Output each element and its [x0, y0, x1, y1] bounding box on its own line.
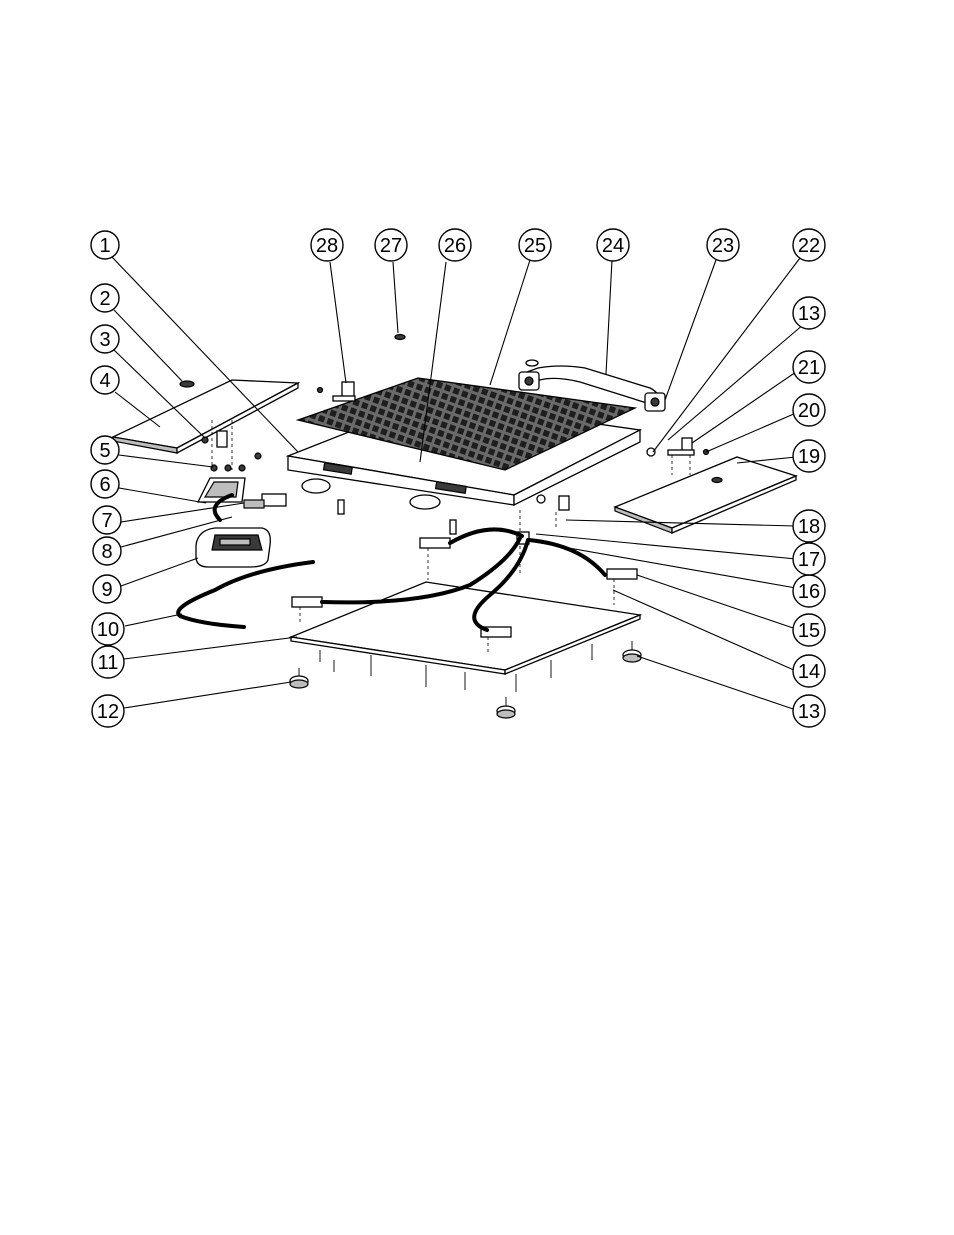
callout-26: 26 — [439, 229, 471, 261]
callout-1: 1 — [91, 231, 119, 259]
callout-13-bottom: 13 — [793, 695, 825, 727]
svg-text:22: 22 — [798, 235, 820, 257]
callout-19: 19 — [793, 440, 825, 472]
callout-20: 20 — [793, 394, 825, 426]
callout-2: 2 — [91, 284, 119, 312]
svg-text:9: 9 — [101, 579, 112, 601]
callout-9: 9 — [93, 575, 121, 603]
callout-7: 7 — [93, 506, 121, 534]
callout-6: 6 — [91, 470, 119, 498]
callout-12: 12 — [92, 695, 124, 727]
svg-text:15: 15 — [798, 620, 820, 642]
svg-text:19: 19 — [798, 446, 820, 468]
svg-text:21: 21 — [798, 357, 820, 379]
svg-text:10: 10 — [97, 619, 119, 641]
svg-text:5: 5 — [99, 440, 110, 462]
svg-text:16: 16 — [798, 581, 820, 603]
svg-text:25: 25 — [524, 235, 546, 257]
callout-11: 11 — [92, 646, 124, 678]
base-plate — [291, 582, 640, 674]
svg-text:13: 13 — [798, 303, 820, 325]
callout-18: 18 — [793, 510, 825, 542]
svg-text:20: 20 — [798, 400, 820, 422]
svg-text:18: 18 — [798, 516, 820, 538]
svg-text:6: 6 — [99, 474, 110, 496]
callout-22: 22 — [793, 229, 825, 261]
callout-16: 16 — [793, 575, 825, 607]
callout-5: 5 — [91, 436, 119, 464]
indicator-display — [196, 528, 270, 567]
callout-28: 28 — [311, 229, 343, 261]
svg-text:17: 17 — [798, 549, 820, 571]
callout-21: 21 — [793, 351, 825, 383]
callout-15: 15 — [793, 614, 825, 646]
svg-text:24: 24 — [602, 235, 624, 257]
parts-drawing — [113, 335, 796, 719]
svg-text:28: 28 — [316, 235, 338, 257]
callout-3: 3 — [91, 325, 119, 353]
svg-text:2: 2 — [99, 288, 110, 310]
svg-text:11: 11 — [98, 652, 119, 674]
svg-text:13: 13 — [798, 701, 820, 723]
callout-4: 4 — [91, 366, 119, 394]
callout-14: 14 — [793, 655, 825, 687]
svg-text:1: 1 — [99, 235, 110, 257]
svg-text:23: 23 — [712, 235, 734, 257]
callout-13-top: 13 — [793, 297, 825, 329]
svg-text:14: 14 — [798, 661, 820, 683]
svg-text:26: 26 — [444, 235, 466, 257]
callout-17: 17 — [793, 543, 825, 575]
callout-27: 27 — [375, 229, 407, 261]
svg-text:8: 8 — [101, 541, 112, 563]
callout-24: 24 — [597, 229, 629, 261]
callout-25: 25 — [519, 229, 551, 261]
svg-text:3: 3 — [99, 329, 110, 351]
callout-8: 8 — [93, 537, 121, 565]
svg-text:4: 4 — [99, 370, 110, 392]
svg-text:27: 27 — [380, 235, 402, 257]
svg-text:12: 12 — [97, 701, 119, 723]
callout-23: 23 — [707, 229, 739, 261]
callout-10: 10 — [92, 613, 124, 645]
svg-text:7: 7 — [101, 510, 112, 532]
